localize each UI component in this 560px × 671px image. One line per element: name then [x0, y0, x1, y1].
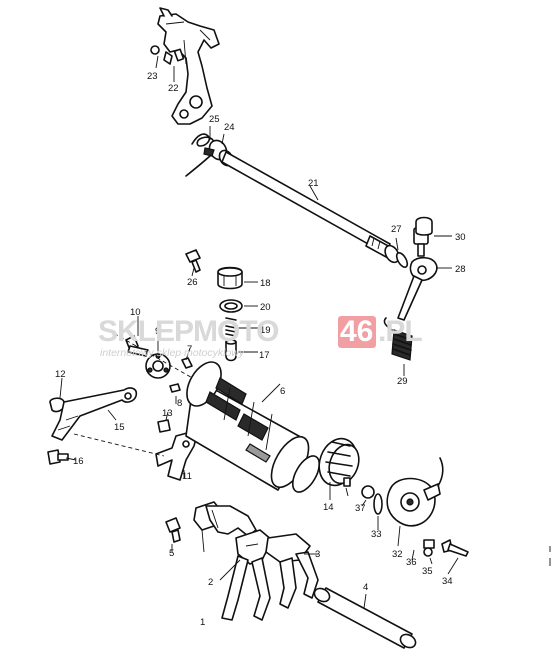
callout-30: 30	[455, 232, 466, 243]
callout-26: 26	[187, 277, 198, 288]
callout-19: 19	[260, 325, 271, 336]
callout-5: 5	[169, 548, 174, 559]
callout-6: 6	[280, 386, 285, 397]
callout-16: 16	[73, 456, 84, 467]
shift-forks	[165, 501, 319, 621]
left-side-parts	[47, 329, 199, 481]
callout-4: 4	[363, 582, 368, 593]
callout-28: 28	[455, 264, 466, 275]
callout-17: 17	[259, 350, 270, 361]
callout-labels: 1 2 3 4 5 6 7 8 9 10 11 12 13 14 15 16 1…	[55, 71, 466, 628]
callout-23: 23	[147, 71, 158, 82]
bearing	[318, 437, 375, 499]
callout-32: 33	[371, 529, 382, 540]
callout-7: 7	[187, 344, 192, 355]
callout-2: 2	[208, 577, 213, 588]
callout-12: 12	[55, 369, 66, 380]
watermark-tagline: internetowy sklep motocyklowy	[100, 347, 245, 359]
callout-35: 36	[406, 557, 417, 568]
callout-31: 32	[392, 549, 403, 560]
watermark: SKLEPMOTO 46 .PL internetowy sklep motoc…	[98, 315, 423, 359]
callout-29: 29	[397, 376, 408, 387]
callout-10: 10	[130, 307, 141, 318]
gearshift-arm-assembly	[150, 7, 409, 269]
callout-36: 37	[355, 503, 366, 514]
callout-24: 24	[224, 122, 235, 133]
callout-13: 13	[162, 408, 173, 419]
callout-20: 20	[260, 302, 271, 313]
callout-25: 25	[209, 114, 220, 125]
callout-9: 9	[155, 326, 160, 337]
callout-18: 18	[260, 278, 271, 289]
callout-11: 11	[182, 471, 192, 482]
callout-8: 8	[177, 398, 182, 409]
callout-21: 21	[308, 178, 319, 189]
leader-lines	[59, 39, 551, 609]
watermark-badge	[338, 316, 376, 348]
callout-33: 34	[442, 576, 453, 587]
gear-position-sensor	[373, 457, 469, 557]
detent-parts	[185, 216, 433, 362]
watermark-number: 46	[340, 315, 373, 348]
callout-34: 35	[422, 566, 433, 577]
callout-15: 15	[114, 422, 125, 433]
shift-drum	[185, 361, 321, 493]
fork-shaft	[313, 587, 417, 649]
watermark-text: SKLEPMOTO	[98, 315, 279, 348]
callout-27: 27	[391, 224, 402, 235]
callout-1: 1	[200, 617, 205, 628]
callout-3: 3	[315, 549, 320, 560]
watermark-domain: .PL	[378, 315, 422, 348]
callout-14: 14	[323, 502, 334, 513]
callout-22: 22	[168, 83, 179, 94]
